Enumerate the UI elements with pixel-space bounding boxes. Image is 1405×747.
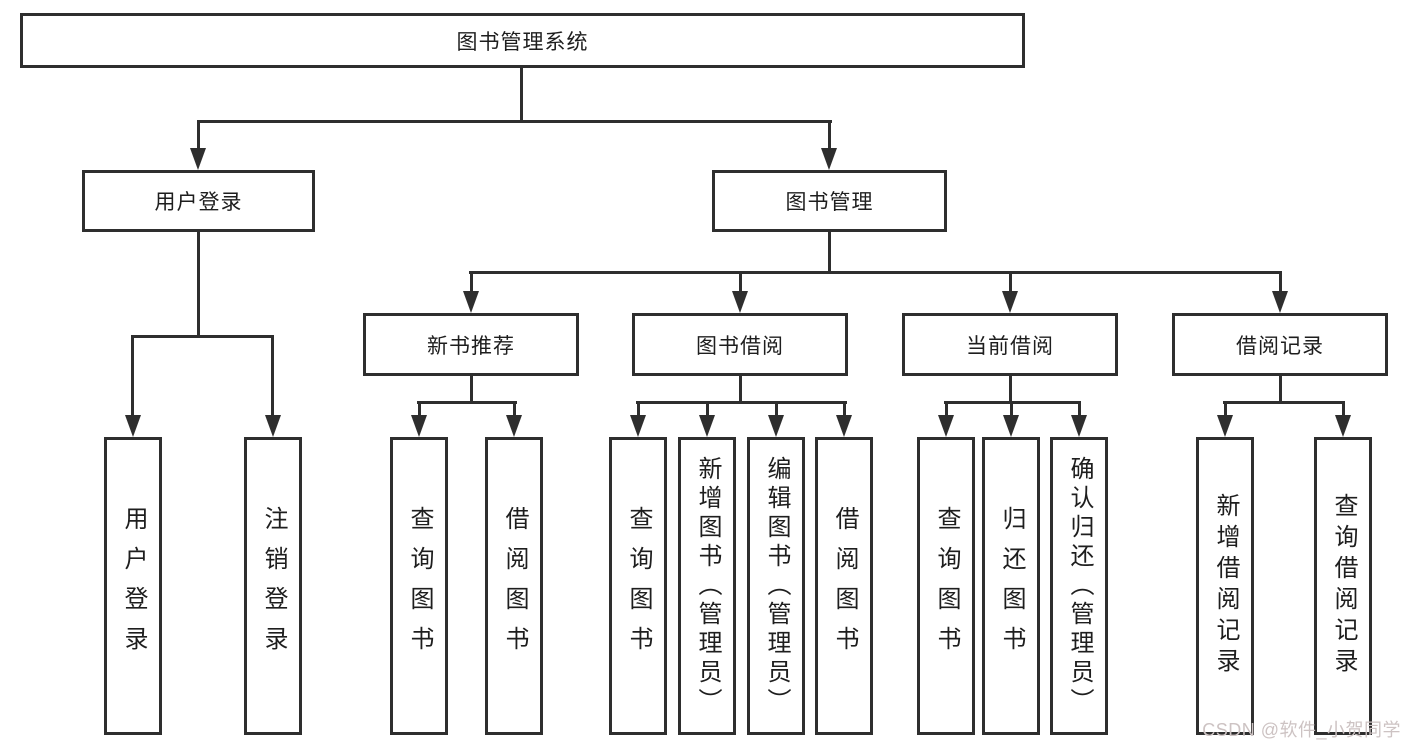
connector-line	[945, 401, 948, 417]
node-label: 借阅记录	[1236, 334, 1324, 358]
node-edit-books-admin: 编辑图书（管理员）	[747, 437, 805, 735]
connector-line	[470, 271, 473, 293]
connector-line	[1279, 376, 1282, 404]
node-book-management: 图书管理	[712, 170, 947, 232]
node-query-books-borrowing: 查询图书	[609, 437, 667, 735]
connector-line	[197, 120, 200, 150]
node-add-books-admin: 新增图书（管理员）	[678, 437, 736, 735]
node-label: 图书管理	[785, 191, 874, 214]
connector-line	[775, 401, 778, 417]
connector-line	[637, 401, 640, 417]
connector-line	[1342, 401, 1345, 417]
arrowhead	[125, 415, 141, 437]
node-query-books-current: 查询图书	[917, 437, 975, 735]
node-label: 编辑图书（管理员）	[763, 455, 790, 717]
node-label: 查询图书	[406, 506, 433, 666]
node-add-borrow-record: 新增借阅记录	[1196, 437, 1254, 735]
node-label: 借阅图书	[501, 506, 528, 666]
connector-line	[417, 401, 517, 404]
arrowhead	[1002, 291, 1018, 313]
connector-line	[706, 401, 709, 417]
node-label: 用户登录	[120, 506, 147, 666]
connector-line	[636, 401, 847, 404]
connector-line	[1279, 271, 1282, 293]
connector-line	[828, 120, 831, 150]
node-user-login-leaf: 用户登录	[104, 437, 162, 735]
node-library-system: 图书管理系统	[20, 13, 1025, 68]
node-logout: 注销登录	[244, 437, 302, 735]
node-label: 归还图书	[998, 506, 1025, 666]
arrowhead	[190, 148, 206, 170]
node-label: 借阅图书	[831, 506, 858, 666]
connector-line	[1009, 271, 1012, 293]
node-label: 查询图书	[625, 506, 652, 666]
arrowhead	[836, 415, 852, 437]
connector-line	[828, 232, 831, 274]
arrowhead	[938, 415, 954, 437]
node-label: 新书推荐	[427, 334, 515, 358]
connector-line	[520, 68, 523, 122]
arrowhead	[1217, 415, 1233, 437]
connector-line	[131, 335, 274, 338]
connector-line	[271, 335, 274, 418]
connector-line	[470, 376, 473, 404]
node-user-login: 用户登录	[82, 170, 315, 232]
node-label: 图书管理系统	[456, 30, 589, 54]
node-label: 用户登录	[154, 191, 243, 214]
node-label: 确认归还（管理员）	[1066, 455, 1093, 717]
connector-line	[197, 232, 200, 338]
connector-line	[843, 401, 846, 417]
arrowhead	[699, 415, 715, 437]
connector-line	[1223, 401, 1345, 404]
connector-line	[739, 376, 742, 404]
node-label: 注销登录	[260, 506, 287, 666]
node-label: 新增借阅记录	[1212, 493, 1239, 679]
node-return-books: 归还图书	[982, 437, 1040, 735]
connector-line	[1224, 401, 1227, 417]
node-borrow-books-recommend: 借阅图书	[485, 437, 543, 735]
arrowhead	[768, 415, 784, 437]
connector-line	[1078, 401, 1081, 417]
csdn-watermark: CSDN @软件_小贺同学	[1202, 720, 1401, 740]
connector-line	[469, 271, 1282, 274]
connector-line	[197, 120, 832, 123]
arrowhead	[630, 415, 646, 437]
arrowhead	[411, 415, 427, 437]
connector-line	[418, 401, 421, 417]
node-confirm-return-admin: 确认归还（管理员）	[1050, 437, 1108, 735]
node-query-borrow-record: 查询借阅记录	[1314, 437, 1372, 735]
arrowhead	[506, 415, 522, 437]
node-label: 查询图书	[933, 506, 960, 666]
node-book-borrowing: 图书借阅	[632, 313, 848, 376]
arrowhead	[732, 291, 748, 313]
node-label: 当前借阅	[966, 334, 1054, 358]
node-label: 查询借阅记录	[1330, 493, 1357, 679]
node-current-borrowing: 当前借阅	[902, 313, 1118, 376]
arrowhead	[265, 415, 281, 437]
arrowhead	[1071, 415, 1087, 437]
arrowhead	[1272, 291, 1288, 313]
node-new-book-recommend: 新书推荐	[363, 313, 579, 376]
node-borrowing-records: 借阅记录	[1172, 313, 1388, 376]
node-label: 图书借阅	[696, 334, 784, 358]
arrowhead	[1335, 415, 1351, 437]
connector-line	[1010, 401, 1013, 417]
node-borrow-books-leaf: 借阅图书	[815, 437, 873, 735]
arrowhead	[821, 148, 837, 170]
node-label: 新增图书（管理员）	[694, 455, 721, 717]
connector-line	[1009, 376, 1012, 404]
connector-line	[513, 401, 516, 417]
arrowhead	[1003, 415, 1019, 437]
node-query-books-recommend: 查询图书	[390, 437, 448, 735]
connector-line	[739, 271, 742, 293]
connector-line	[131, 335, 134, 418]
arrowhead	[463, 291, 479, 313]
